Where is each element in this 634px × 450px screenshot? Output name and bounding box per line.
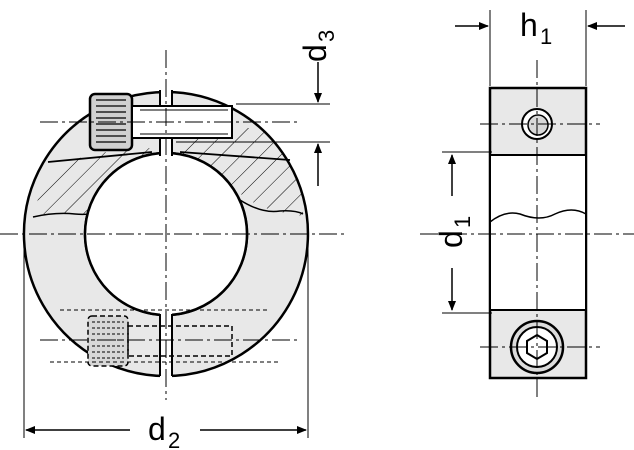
label-d3-main: d bbox=[297, 44, 333, 62]
label-d1-sub: 1 bbox=[450, 216, 475, 228]
break-line bbox=[489, 209, 587, 223]
hex-socket-icon bbox=[509, 319, 565, 375]
label-h1-main: h bbox=[520, 7, 538, 43]
center-lines-front bbox=[0, 50, 348, 400]
socket-head-screw-icon bbox=[88, 92, 233, 152]
hidden-screw-icon bbox=[50, 309, 278, 367]
side-bore-band bbox=[491, 155, 585, 310]
front-view: d 2 d 3 bbox=[0, 30, 348, 450]
side-view: d 1 h 1 bbox=[420, 7, 634, 400]
label-d2-main: d bbox=[148, 411, 166, 447]
label-h1-sub: 1 bbox=[540, 24, 552, 49]
dimension-h1: h 1 bbox=[455, 7, 625, 86]
dimension-d1: d 1 bbox=[433, 151, 492, 314]
label-d1-main: d bbox=[433, 230, 469, 248]
dimension-d3: d 3 bbox=[176, 30, 339, 186]
label-d3-sub: 3 bbox=[314, 30, 339, 42]
center-lines-side bbox=[420, 60, 634, 400]
label-d2-sub: 2 bbox=[168, 428, 180, 450]
dimension-d2: d 2 bbox=[23, 240, 309, 450]
